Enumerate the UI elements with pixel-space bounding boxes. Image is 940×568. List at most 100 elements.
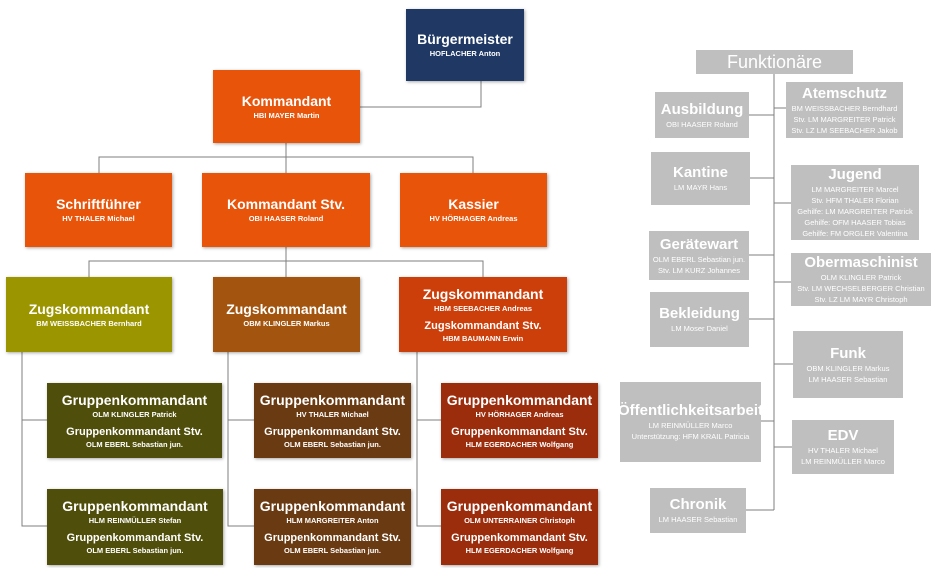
role-title: Gruppenkommandant Stv. (264, 425, 401, 438)
connector-row3 (88, 260, 484, 277)
role-title: Ausbildung (660, 100, 744, 118)
member-name: OLM KLINGLER Patrick (820, 273, 902, 282)
member-name: OLM EBERL Sebastian jun. (284, 439, 381, 449)
role-title: Bekleidung (659, 305, 740, 322)
member-name: LM REINMÜLLER Marco (801, 457, 885, 466)
member-name: HLM MARGREITER Anton (286, 516, 379, 525)
box-kassier: Kassier HV HÖRHAGER Andreas (400, 173, 547, 247)
role-title: Zugskommandant (226, 300, 347, 317)
role-title: Gruppenkommandant (61, 391, 208, 408)
role-title: Bürgermeister (417, 31, 513, 47)
role-title: Kassier (448, 196, 499, 212)
member-name: Unterstützung: HFM KRAIL Patricia (631, 432, 750, 441)
member-name: Stv. LM MARGREITER Patrick (793, 114, 896, 124)
member-name: LM HAASER Sebastian (658, 515, 738, 524)
role-title: Zugskommandant (422, 285, 544, 302)
role-title: Obermaschinist (804, 254, 918, 271)
role-title: EDV (827, 427, 859, 444)
box-schriftfuehrer: Schriftführer HV THALER Michael (25, 173, 172, 247)
role-title: Gruppenkommandant (259, 498, 406, 514)
role-title: Gruppenkommandant (446, 498, 593, 514)
member-name: Gehilfe: OFM HAASER Tobias (804, 218, 906, 227)
member-name: OBI HAASER Roland (248, 214, 324, 223)
funktionaere-heading: Funktionäre (696, 50, 853, 74)
box-edv: EDV HV THALER Michael LM REINMÜLLER Marco (792, 420, 894, 474)
member-name: BM WEISSBACHER Bernhard (36, 318, 142, 328)
member-name: OLM EBERL Sebastian jun. (86, 546, 184, 555)
member-name: Stv. LZ LM SEEBACHER Jakob (791, 125, 898, 135)
role-title: Gruppenkommandant Stv. (451, 532, 588, 544)
role-title: Schriftführer (56, 196, 141, 212)
member-name: HV HÖRHAGER Andreas (475, 409, 564, 419)
role-title: Gruppenkommandant Stv. (66, 532, 204, 544)
member-name: OLM EBERL Sebastian jun. (86, 439, 183, 449)
member-name: HBM BAUMANN Erwin (442, 333, 524, 343)
role-title: Gruppenkommandant (259, 391, 406, 408)
member-name: HBI MAYER Martin (253, 110, 320, 120)
member-name: HLM REINMÜLLER Stefan (88, 516, 182, 525)
role-title: Jugend (828, 166, 882, 183)
member-name: Stv. LM WECHSELBERGER Christian (797, 284, 925, 293)
member-name: LM MAYR Hans (673, 183, 728, 192)
member-name: HLM EGERDACHER Wolfgang (465, 439, 574, 449)
member-name: Stv. HFM THALER Florian (811, 196, 899, 205)
member-name: OBI HAASER Roland (666, 119, 738, 129)
member-name: HV THALER Michael (808, 446, 878, 455)
role-title: Gruppenkommandant (62, 498, 208, 514)
role-title: Gerätewart (659, 235, 739, 253)
member-name: OLM EBERL Sebastian jun. (652, 254, 746, 264)
member-name: OLM EBERL Sebastian jun. (284, 546, 381, 555)
member-name: Stv. LM KURZ Johannes (658, 265, 740, 275)
role-title: Kommandant (241, 92, 332, 109)
member-name: LM REINMÜLLER Marco (648, 421, 733, 430)
member-name: HLM EGERDACHER Wolfgang (465, 546, 574, 555)
role-title: Gruppenkommandant Stv. (66, 425, 203, 438)
connector-zug3 (416, 352, 441, 527)
role-title: Funk (830, 344, 866, 362)
connector-row2 (98, 156, 474, 173)
role-title: Atemschutz (801, 84, 887, 102)
role-title: Gruppenkommandant Stv. (451, 425, 588, 438)
member-name: Gehilfe: LM MARGREITER Patrick (797, 207, 913, 216)
box-oeffentlichkeitsarbeit: Öffentlichkeitsarbeit LM REINMÜLLER Marco… (617, 382, 764, 462)
role-title: Gruppenkommandant (446, 391, 593, 408)
role-title: Zugskommandant (28, 300, 150, 317)
member-name: Gehilfe: FM ORGLER Valentina (802, 229, 908, 238)
connector-zug1 (21, 352, 47, 527)
member-name: OLM UNTERRAINER Christoph (464, 516, 575, 525)
member-name: HV THALER Michael (62, 214, 135, 223)
box-kommandant-stv: Kommandant Stv.OBI HAASER Roland (202, 173, 370, 247)
role-title: Öffentlichkeitsarbeit (617, 402, 764, 419)
member-name: LM HAASER Sebastian (808, 374, 888, 384)
box-bekleidung: Bekleidung LM Moser Daniel (650, 292, 749, 347)
member-name: HV HÖRHAGER Andreas (429, 214, 518, 223)
member-name: HOFLACHER Anton (429, 49, 501, 58)
connector-zug2 (227, 352, 254, 527)
member-name: OBM KLINGLER Markus (806, 363, 890, 373)
box-kantine: Kantine LM MAYR Hans (651, 152, 750, 205)
member-name: LM Moser Daniel (671, 324, 728, 333)
connector-kommandant-buergermeister (360, 81, 482, 108)
member-name: BM WEISSBACHER Berndhard (791, 103, 898, 113)
role-title: Kantine (672, 164, 728, 181)
role-title: Gruppenkommandant Stv. (264, 532, 401, 544)
